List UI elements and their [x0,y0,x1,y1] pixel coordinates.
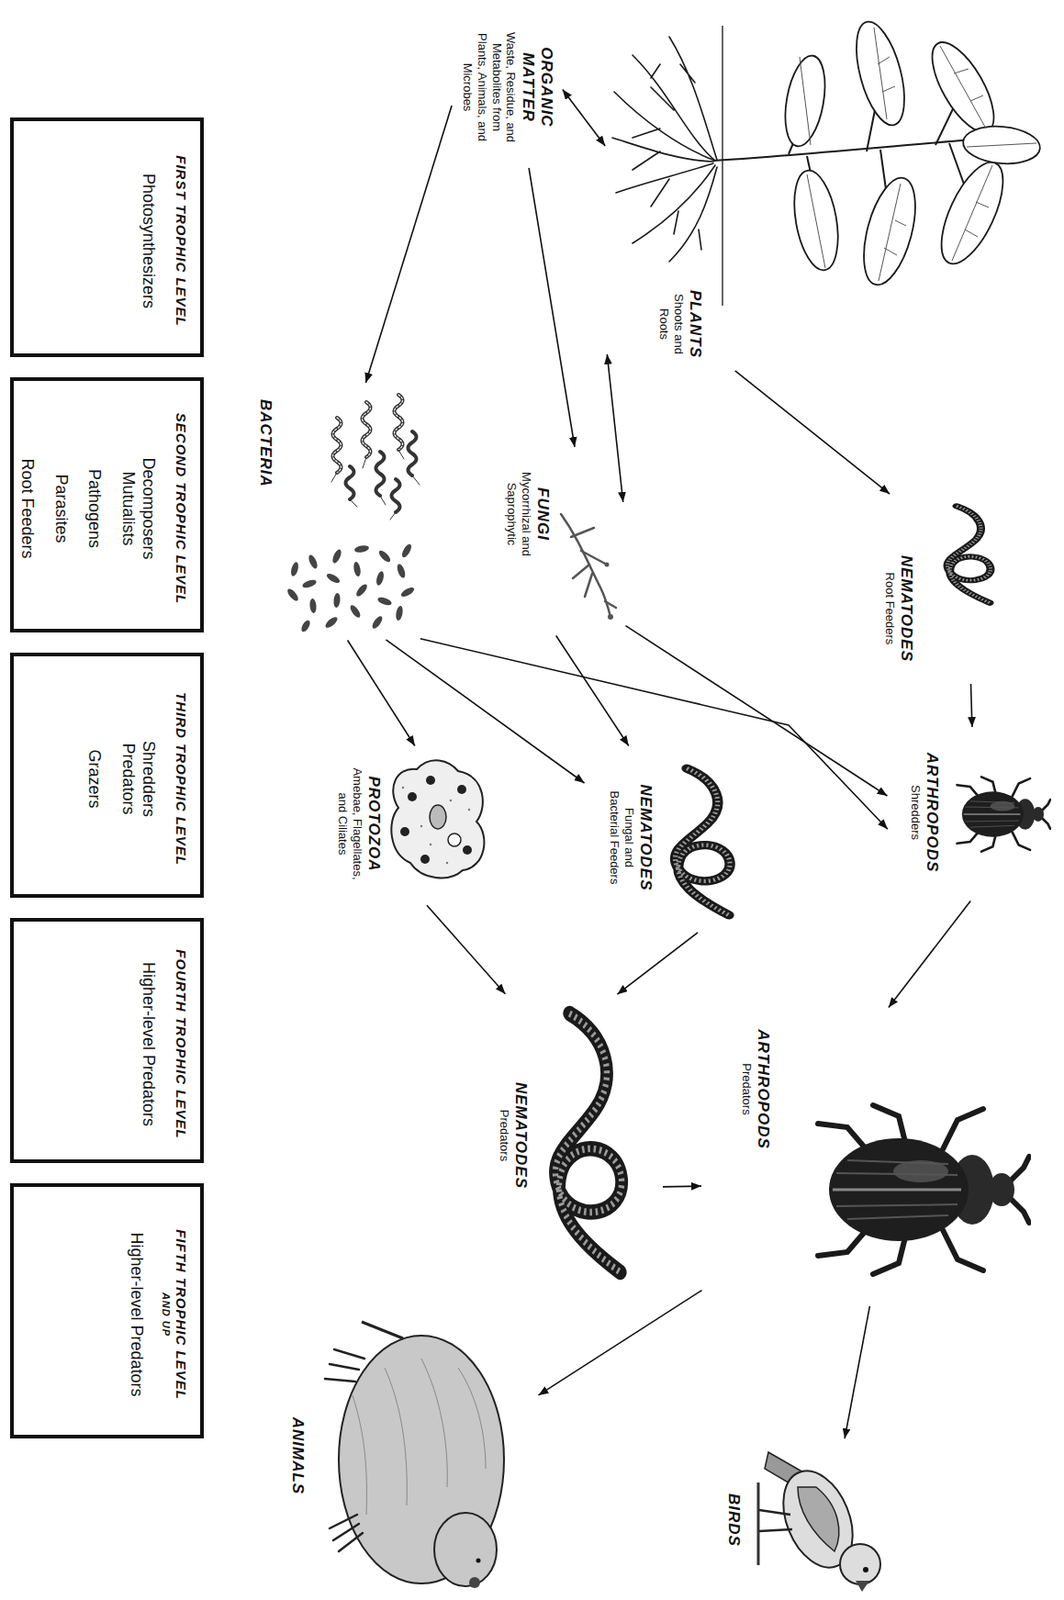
trophic-level-box: SECOND TROPHIC LEVEL DecomposersMutualist… [10,377,204,633]
group-heading: THIRD TROPHIC LEVEL [171,660,190,898]
trophic-level-box: FIRST TROPHIC LEVEL Photosynthesizers [10,117,204,358]
food-web-arrow [528,168,575,448]
organism-group: ARTHROPODSPredators [704,1009,1037,1304]
group-description: Mutualists [117,384,139,633]
group-heading: NEMATODES [896,539,916,678]
organism-group: PLANTSShoots and Roots [606,18,1028,370]
group-description: Fungal and Bacterial Feeders [606,786,636,890]
trophic-level-box: FIFTH TROPHIC LEVELAND UP Higher-level Pr… [10,1183,204,1439]
group-description: Mycorrhizal and Saprophytic [504,462,533,566]
group-heading: NEMATODES [636,748,655,928]
organism-group: FUNGIMycorrhizal and Saprophytic [485,449,624,634]
organism-group: NEMATODESFungal and Bacterial Feeders [586,748,762,931]
trophic-level-box: THIRD TROPHIC LEVEL ShreddersPredators Gra… [10,652,204,898]
group-description: Photosynthesizers [138,124,160,358]
trophic-level-box: FOURTH TROPHIC LEVEL Higher-level Predato… [10,918,204,1164]
food-web-arrow [616,932,698,995]
group-description: Higher-level Predators [138,925,160,1164]
group-heading: FOURTH TROPHIC LEVEL [171,925,190,1164]
group-heading: FUNGI [533,449,552,579]
food-web-arrow [538,1290,703,1396]
group-description: Root Feeders [17,384,39,633]
label-group: FIFTH TROPHIC LEVELAND UP Higher-level Pr… [126,1190,190,1439]
label-group: NEMATODESPredators [496,1062,530,1210]
group-description: Predators [739,1022,754,1156]
label-group: THIRD TROPHIC LEVEL ShreddersPredators Gra… [84,660,190,898]
group-description: Shredders [907,729,923,896]
organism-group: BACTERIA [233,385,422,639]
food-web-arrow [365,105,452,383]
food-web-arrow [888,900,971,1008]
group-heading: NEMATODES [511,1062,530,1210]
label-group: ANIMALS [288,1400,307,1512]
group-heading: BIRDS [724,1476,743,1565]
organism-group: ORGANIC MATTERWaste, Residue, and Metabo… [452,9,561,166]
organism-group: BIRDS [705,1441,904,1596]
group-heading: PLANTS [685,282,705,366]
food-web-arrow [385,639,584,784]
food-web-arrow [626,626,888,796]
label-group: BIRDS [724,1476,743,1565]
food-web-arrow [735,370,890,494]
food-web-arrow [562,89,605,146]
group-description: Amebae, Flagellates, and Ciliates [335,763,364,885]
label-group: FOURTH TROPHIC LEVEL Higher-level Predato… [138,925,190,1164]
group-heading: ORGANIC MATTER [517,18,556,157]
food-web-arrow [347,640,415,747]
label-group: ARTHROPODSPredators [739,1022,773,1156]
label-group: NEMATODESFungal and Bacterial Feeders [606,748,655,928]
group-description: Root Feeders [882,539,897,678]
food-web-arrow [556,636,629,747]
group-heading: ANIMALS [288,1400,307,1512]
label-group: NEMATODESRoot Feeders [882,539,916,678]
group-heading: FIFTH TROPHIC LEVEL [171,1190,190,1439]
organism-group: NEMATODESPredators [480,996,661,1290]
food-web-arrow [844,1306,870,1439]
food-web-arrow [971,683,973,728]
organism-group: ANIMALS [268,1312,537,1593]
label-group: SECOND TROPHIC LEVEL DecomposersMutualist… [17,384,190,633]
group-description: Waste, Residue, and Metabolites from Pla… [460,25,518,150]
group-description: Decomposers [138,384,160,633]
food-web-arrow [606,354,623,503]
group-description: Parasites [50,384,72,633]
group-description: Grazers [84,660,106,898]
food-web-arrow [426,905,505,995]
organism-group: NEMATODESRoot Feeders [860,495,1019,682]
label-group: PROTOZOAAmebae, Flagellates, and Ciliate… [335,748,383,900]
label-group: FIRST TROPHIC LEVEL Photosynthesizers [138,124,190,358]
label-group: FUNGIMycorrhizal and Saprophytic [504,449,552,579]
group-heading: PROTOZOA [364,748,383,900]
group-heading: ARTHROPODS [753,1022,773,1156]
group-heading: BACTERIA [256,399,275,538]
group-description: Shredders [138,660,160,898]
group-description: Pathogens [84,384,106,633]
group-heading: SECOND TROPHIC LEVEL [171,384,190,633]
label-group: ORGANIC MATTERWaste, Residue, and Metabo… [460,18,556,157]
group-heading: FIRST TROPHIC LEVEL [171,124,190,358]
organism-group: ARTHROPODSShredders [889,729,1055,899]
label-group: ARTHROPODSShredders [907,729,941,896]
group-description: Higher-level Predators [126,1190,148,1439]
label-group: PLANTSShoots and Roots [656,282,705,366]
label-group: BACTERIA [256,399,275,538]
food-web-arrow [662,1185,702,1188]
group-heading: ARTHROPODS [922,729,941,896]
group-description: Shoots and Roots [656,287,685,361]
group-description: Predators [117,660,139,898]
organism-group: PROTOZOAAmebae, Flagellates, and Ciliate… [320,748,495,904]
group-description: Predators [496,1062,512,1210]
group-description: AND UP [159,1190,172,1439]
